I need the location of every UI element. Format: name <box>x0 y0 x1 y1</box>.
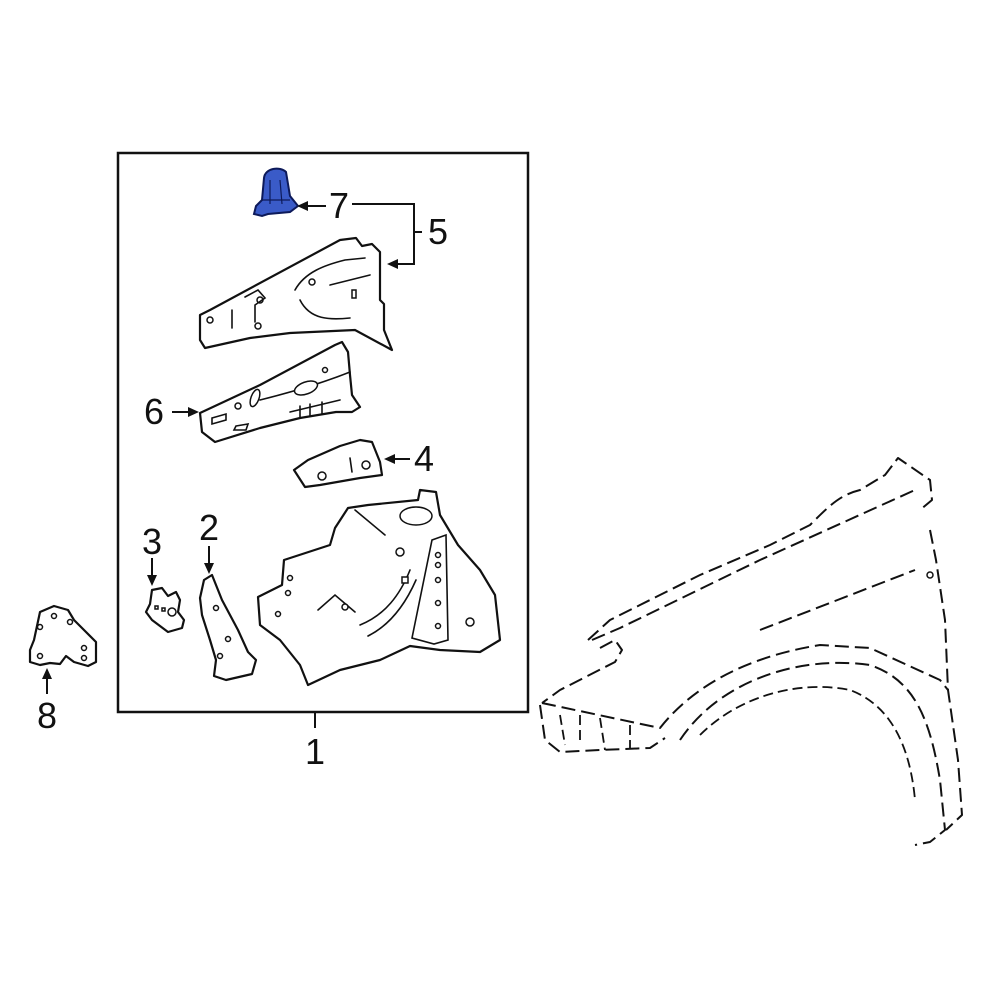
part-2-pillar[interactable] <box>198 573 258 682</box>
callout-6[interactable]: 6 <box>144 391 165 432</box>
callout-2[interactable]: 2 <box>199 507 220 548</box>
part-6-reinforcement[interactable] <box>198 340 362 444</box>
part-1-apron[interactable] <box>256 488 502 687</box>
callout-4[interactable]: 4 <box>414 438 435 479</box>
callout-5[interactable]: 5 <box>428 211 449 252</box>
callout-7[interactable]: 7 <box>329 185 350 226</box>
callout-8[interactable]: 8 <box>37 695 58 736</box>
part-5-upper-rail[interactable] <box>198 236 394 352</box>
fender-reference <box>539 457 963 846</box>
callout-3[interactable]: 3 <box>142 521 163 562</box>
group-box-1 <box>116 151 530 714</box>
part-7-bracket[interactable] <box>252 167 300 218</box>
part-4-gusset[interactable] <box>292 438 384 489</box>
part-3-bracket[interactable] <box>144 586 186 634</box>
callout-1[interactable]: 1 <box>305 731 326 772</box>
part-8-bracket[interactable] <box>28 604 98 668</box>
